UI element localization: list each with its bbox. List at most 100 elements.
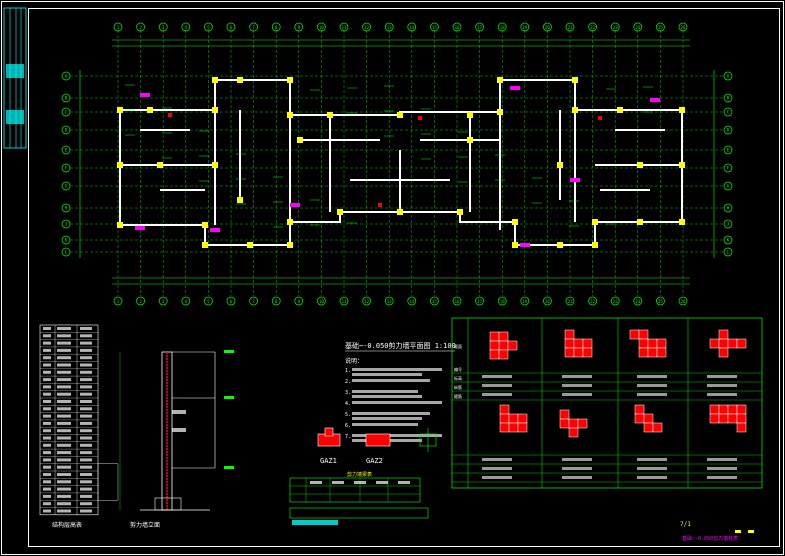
elevation-cell-text [80,356,92,360]
grid-label-bottom: 5 [207,299,210,304]
grid-bubble-right [723,125,733,135]
grid-bubble-bottom [271,296,281,306]
column-section-cell [568,427,579,438]
grid-label-right: A [727,74,730,79]
grid-label-top: 8 [275,25,278,30]
elevation-cell-text [43,407,51,411]
elevation-cell-text [57,407,71,411]
elevation-cell-text [80,414,92,418]
grid-label-bottom: 4 [185,299,188,304]
grid-bubble-top [633,22,643,32]
wall-column [287,112,293,118]
tag-mark [135,226,145,230]
column-section-cell [564,329,575,340]
elevation-cell-text [43,385,51,389]
elevation-cell-text [57,465,71,469]
grid-bubble-bottom [384,296,394,306]
tag-mark [140,93,150,97]
elevation-note-box [97,463,119,501]
column-section-cell [718,404,729,415]
grid-label-right: B [727,96,730,101]
grid-label-left: E [65,148,68,153]
column-section-cell [507,340,518,351]
note-line [352,390,418,393]
column-section-cell [577,418,588,429]
elevation-cell-text [57,341,71,345]
grid-bubble-top [656,22,665,32]
grid-label-bottom: 1 [117,299,120,304]
grid-bubble-left [61,247,71,257]
column-section-cell [634,404,645,415]
grid-bubble-bottom [430,296,439,306]
elevation-cell-text [80,494,92,498]
detail-cell-text [562,458,592,461]
section-level-mark [224,350,234,353]
column-section-cell [559,418,570,429]
elevation-cell-text [57,443,71,447]
section-level-mark [224,466,234,469]
wall-column [337,209,343,215]
wall-column [637,162,643,168]
grid-bubble-top [136,22,145,32]
column-section-cell [564,347,575,358]
grid-bubble-bottom [656,296,665,306]
grid-label-top: 6 [230,25,233,30]
grid-label-right: H [727,206,730,211]
grid-label-bottom: 10 [319,299,324,304]
elevation-cell-text [80,363,92,367]
elevation-cell-text [43,363,51,367]
grid-label-bottom: 24 [635,299,640,304]
page-marker [735,530,741,533]
column-section-cell [736,413,747,424]
detail-cell-text [637,467,667,470]
grid-bubble-top [271,22,281,32]
detail-cell-text [562,393,592,396]
detail-cell-text [707,384,737,387]
column-details [317,427,437,452]
note-line [352,423,418,426]
grid-bubble-bottom [475,296,484,306]
section-annotation [172,428,186,432]
column-section-cell [718,338,729,349]
detail-cell-text [707,458,737,461]
elevation-cell-text [57,451,71,455]
grid-bubble-bottom [226,296,236,306]
beam-table-text [332,481,344,484]
elevation-cell-text [43,443,51,447]
column-section-cell [652,422,663,433]
inner-frame [28,8,780,547]
grid-label-left: H [65,206,68,211]
grid-bubble-bottom [543,296,552,306]
column-section-cell [647,338,658,349]
section-level-mark [224,396,234,399]
elevation-cell-text [80,378,92,382]
grid-label-bottom: 3 [162,299,165,304]
wall-column [237,197,243,203]
wall-column [202,222,208,228]
detail-footer: 基础~-0.050剪力墙柱表 [682,535,738,542]
grid-bubble-top [317,22,326,32]
elevation-cell-text [43,378,51,382]
column-section-cell [568,418,579,429]
elevation-cell-text [57,436,71,440]
detail-row-label: 箍筋 [454,393,462,399]
elevation-cell-text [43,502,51,506]
tag-mark [650,98,660,102]
grid-bubble-top [678,22,688,32]
note-number: 6. [345,423,351,429]
grid-label-right: L [727,250,730,255]
rebar-mark [598,116,602,120]
beam-table-text [354,481,366,484]
detail-row-label: 纵筋 [454,384,462,390]
column-section-cell [489,331,500,342]
grid-label-top: 17 [477,25,482,30]
detail-cell-text [482,476,512,479]
wall-column [327,112,333,118]
grid-bubble-bottom [610,296,620,306]
wall-column [497,109,503,115]
grid-bubble-bottom [565,296,575,306]
elevation-cell-text [43,421,51,425]
grid-bubble-bottom [339,296,349,306]
detail-cell-text [562,375,592,378]
grid-label-bottom: 6 [230,299,233,304]
